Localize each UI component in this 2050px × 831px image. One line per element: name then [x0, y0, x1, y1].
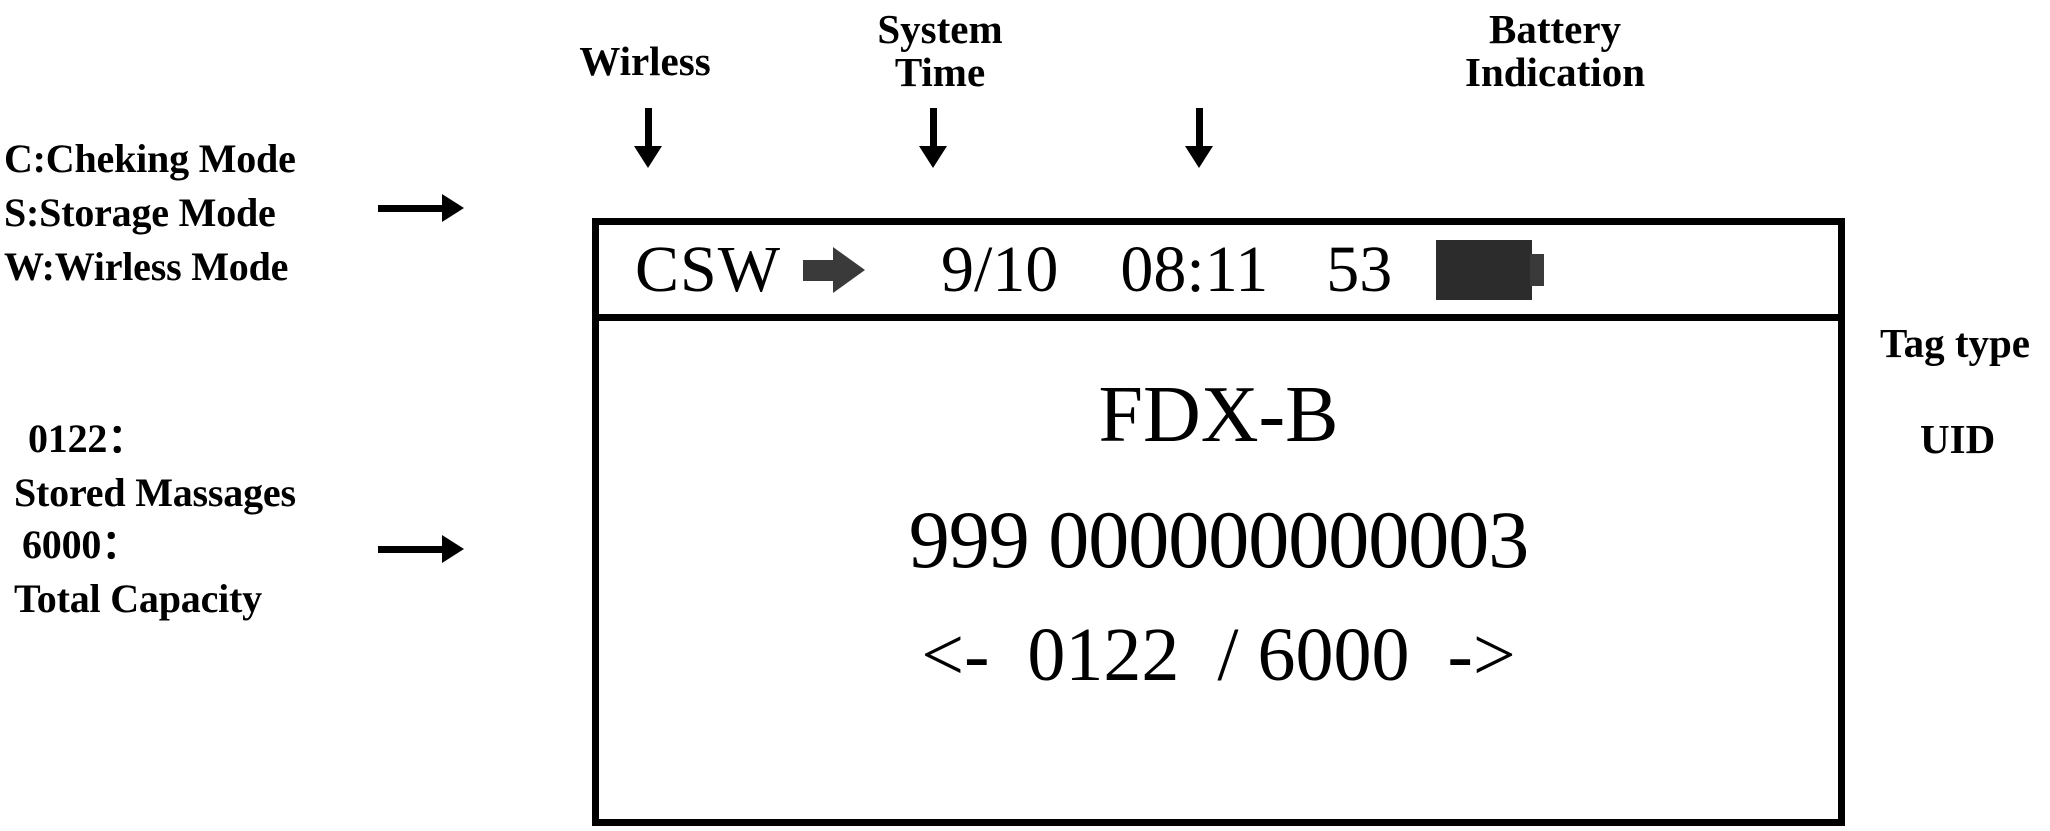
wireless-arrow-icon — [803, 246, 866, 293]
status-date: 9/10 — [941, 232, 1059, 306]
legend-checking-mode: C:Cheking Mode — [4, 136, 296, 181]
uid-value: 999 000000000003 — [908, 494, 1529, 585]
status-time: 08:11 — [1120, 232, 1269, 306]
callout-tag-type-label: Tag type — [1880, 320, 2030, 366]
lcd-panel: CSW 9/10 08:11 53 FDX-B 999 000000000003… — [592, 218, 1845, 826]
callout-system-time-label: System Time — [877, 6, 1003, 96]
legend-wireless-mode: W:Wirless Mode — [4, 244, 289, 289]
legend-total-capacity-desc: Total Capacity — [14, 576, 262, 621]
legend-stored-count-desc: Stored Massages — [14, 470, 296, 515]
lcd-status-bar: CSW 9/10 08:11 53 — [599, 225, 1838, 321]
lcd-body: FDX-B 999 000000000003 <- 0122 / 6000 -> — [599, 321, 1838, 826]
status-battery-percent: 53 — [1326, 232, 1393, 306]
status-mode-flags: CSW — [635, 232, 782, 306]
legend-total-capacity-value: 6000： — [22, 522, 141, 567]
legend-storage-mode: S:Storage Mode — [4, 190, 276, 235]
callout-wireless-label: Wirless — [579, 38, 711, 84]
legend-stored-count-value: 0122： — [28, 416, 147, 461]
callout-battery-label: Battery Indication — [1465, 6, 1645, 96]
battery-icon — [1436, 239, 1545, 300]
callout-uid-label: UID — [1920, 416, 1996, 462]
tag-type-value: FDX-B — [1098, 371, 1339, 459]
record-navigation[interactable]: <- 0122 / 6000 -> — [921, 613, 1516, 697]
